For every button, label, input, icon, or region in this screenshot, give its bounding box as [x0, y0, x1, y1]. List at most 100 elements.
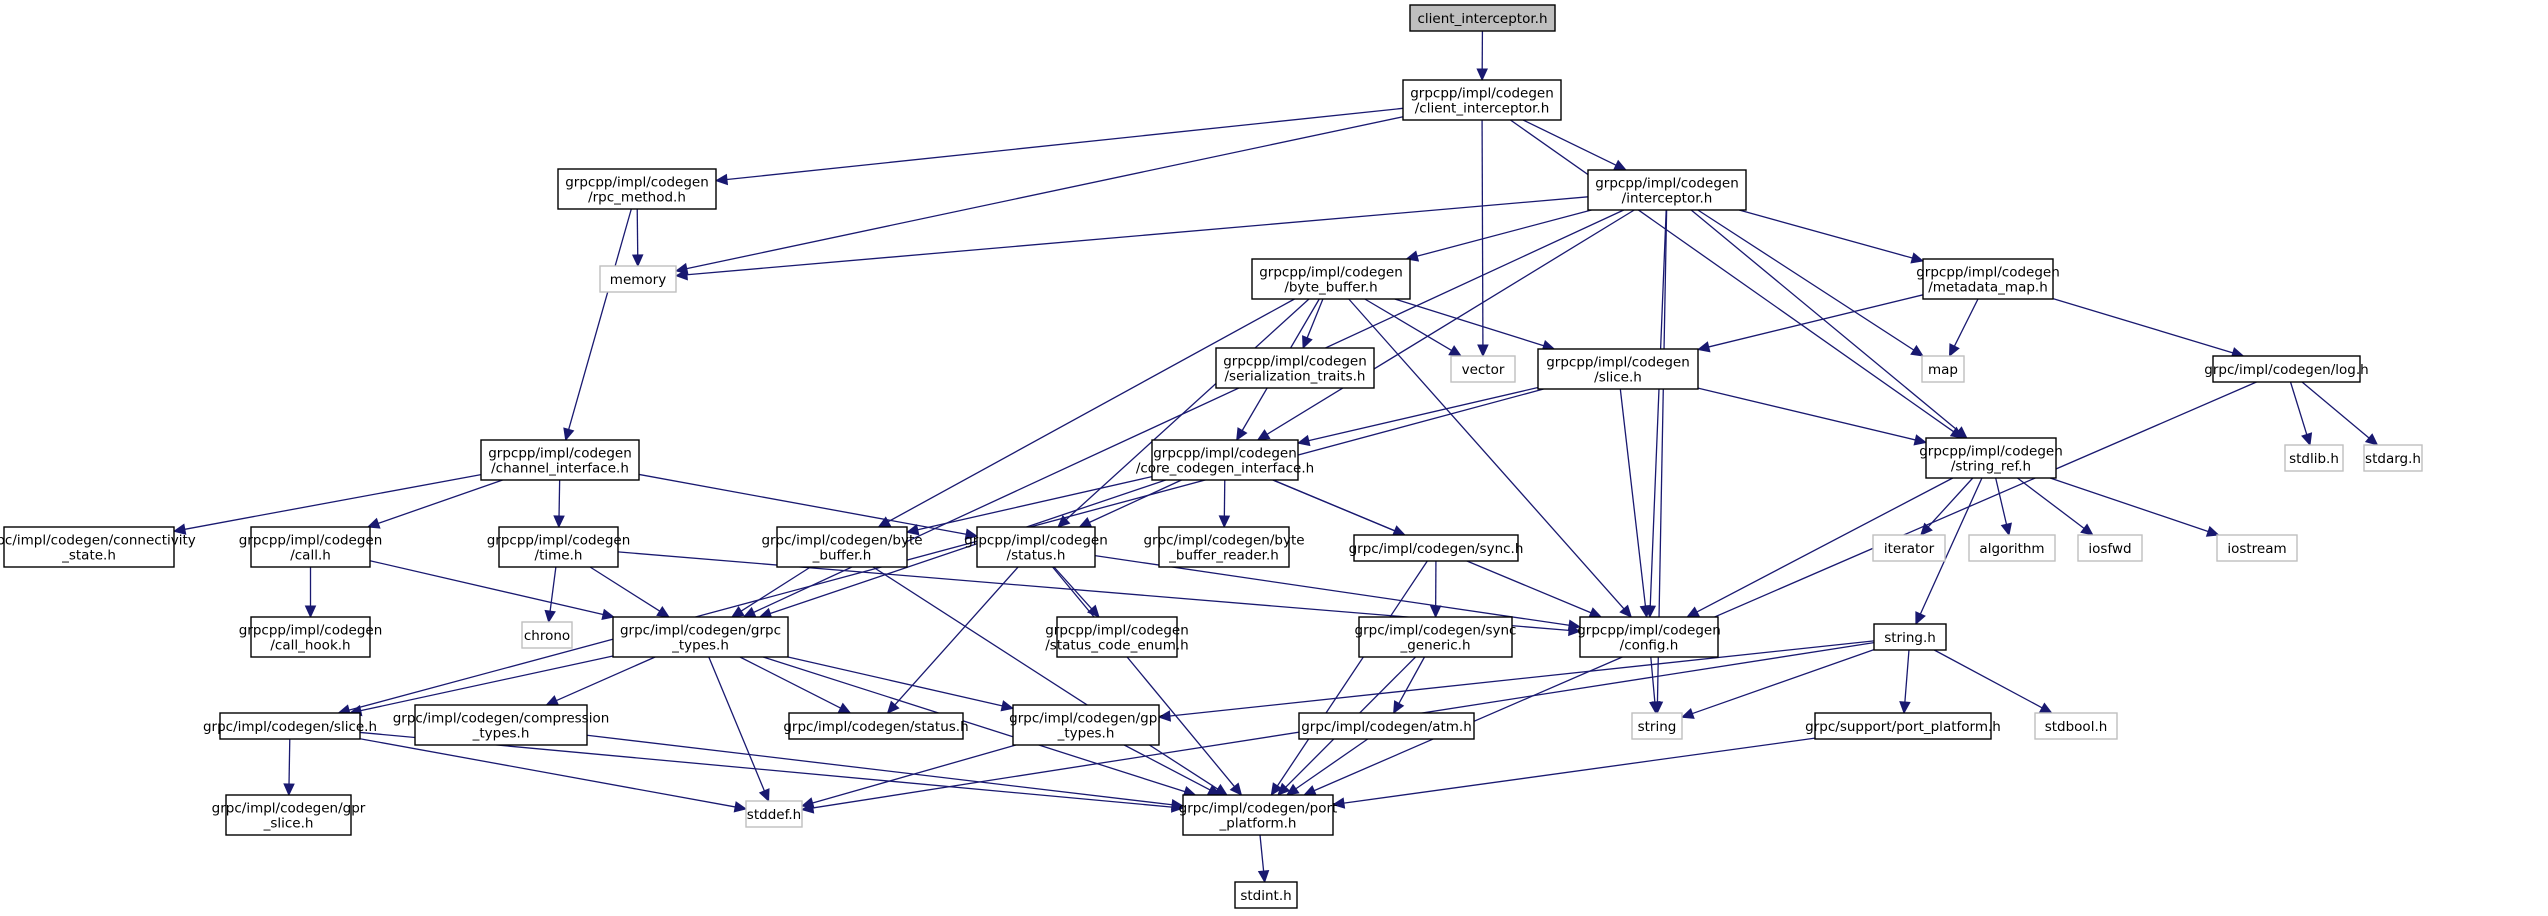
edge-line: [1364, 298, 1452, 351]
arrowhead-icon: [1087, 604, 1100, 618]
node-label: grpcpp/impl/codegen: [1919, 444, 2063, 460]
node-box: [3, 526, 175, 568]
node-syncgen[interactable]: grpc/impl/codegen/sync_generic.h: [1355, 616, 1517, 658]
node-label: memory: [610, 272, 666, 288]
node-stringh[interactable]: string.h: [1873, 623, 1947, 651]
arrowhead-icon: [905, 524, 920, 536]
node-box: [414, 704, 588, 746]
nodes-layer: client_interceptor.hgrpcpp/impl/codegen/…: [0, 4, 2423, 909]
node-box: [2077, 534, 2143, 562]
node-slicec[interactable]: grpc/impl/codegen/slice.h: [203, 712, 377, 740]
node-string: string: [1631, 712, 1683, 740]
node-config[interactable]: grpcpp/impl/codegen/config.h: [1577, 616, 1721, 658]
node-bytebuf[interactable]: grpcpp/impl/codegen/byte_buffer.h: [1251, 258, 1411, 300]
node-label: client_interceptor.h: [1418, 11, 1548, 27]
edge-stringh-to-portsup: [1899, 649, 1911, 715]
node-log[interactable]: grpc/impl/codegen/log.h: [2204, 355, 2369, 383]
node-box: [1056, 616, 1178, 658]
arrowhead-icon: [1686, 606, 1701, 618]
node-gprtypes[interactable]: grpc/impl/codegen/gpr_types.h: [1009, 704, 1163, 746]
node-callhook[interactable]: grpcpp/impl/codegen/call_hook.h: [239, 616, 383, 658]
arrowhead-icon: [837, 702, 852, 714]
node-time[interactable]: grpcpp/impl/codegen/time.h: [487, 526, 631, 568]
edge-line: [739, 656, 841, 709]
edge-time-to-chrono: [544, 566, 557, 624]
node-statuspp[interactable]: grpcpp/impl/codegen/status.h: [964, 526, 1108, 568]
node-strref[interactable]: grpcpp/impl/codegen/string_ref.h: [1919, 437, 2063, 479]
node-vector: vector: [1450, 355, 1516, 383]
node-label: grpc/impl/codegen/connectivity: [0, 533, 196, 549]
node-call[interactable]: grpcpp/impl/codegen/call.h: [239, 526, 383, 568]
arrowhead-icon: [172, 523, 187, 535]
node-core[interactable]: grpcpp/impl/codegen/core_codegen_interfa…: [1136, 439, 1314, 481]
edge-line: [348, 388, 1544, 711]
edge-strref-to-stringh: [1915, 477, 1983, 626]
edge-line: [2017, 477, 2085, 529]
node-gprslice[interactable]: grpc/impl/codegen/gpr_slice.h: [212, 794, 366, 836]
node-interceptor[interactable]: grpcpp/impl/codegen/interceptor.h: [1587, 169, 1747, 211]
edge-line: [894, 566, 1019, 706]
arrowhead-icon: [886, 700, 900, 714]
edge-line: [378, 479, 503, 524]
edge-line: [1690, 209, 1959, 432]
node-bbreader[interactable]: grpc/impl/codegen/byte_buffer_reader.h: [1143, 526, 1305, 568]
node-label: _types.h: [472, 726, 530, 742]
edge-log-to-stdarg: [2301, 381, 2379, 446]
edge-chan-to-call: [366, 479, 503, 529]
node-label: _generic.h: [1399, 638, 1470, 654]
node-conn[interactable]: grpc/impl/codegen/connectivity_state.h: [0, 526, 196, 568]
edge-ci-to-memory: [674, 116, 1404, 275]
arrowhead-icon: [553, 515, 565, 529]
node-label: /rpc_method.h: [588, 190, 686, 206]
node-label: stddef.h: [747, 807, 801, 823]
node-atm[interactable]: grpc/impl/codegen/atm.h: [1298, 712, 1475, 740]
node-compr[interactable]: grpc/impl/codegen/compression_types.h: [393, 704, 610, 746]
node-metadata[interactable]: grpcpp/impl/codegen/metadata_map.h: [1916, 258, 2060, 300]
node-cbytebuf[interactable]: grpc/impl/codegen/byte_buffer.h: [761, 526, 923, 568]
node-chan[interactable]: grpcpp/impl/codegen/channel_interface.h: [480, 439, 640, 481]
node-sync[interactable]: grpc/impl/codegen/sync.h: [1349, 534, 1524, 562]
node-iostream: iostream: [2216, 534, 2298, 562]
node-serial[interactable]: grpcpp/impl/codegen/serialization_traits…: [1215, 347, 1375, 389]
node-box: [1631, 712, 1683, 740]
edge-interceptor-to-metadata: [1738, 209, 1925, 264]
node-ci[interactable]: grpcpp/impl/codegen/client_interceptor.h: [1402, 79, 1562, 121]
node-label: /serialization_traits.h: [1225, 369, 1366, 385]
arrowhead-icon: [1285, 783, 1300, 796]
node-box: [225, 794, 352, 836]
node-box: [1450, 355, 1516, 383]
edge-rpc-to-memory: [631, 208, 644, 268]
edge-line: [1065, 298, 1310, 521]
node-box: [1358, 616, 1513, 658]
node-rpc[interactable]: grpcpp/impl/codegen/rpc_method.h: [557, 168, 717, 210]
edge-line: [359, 738, 736, 808]
node-box: [2212, 355, 2361, 383]
edge-slicepp-to-strref: [1697, 387, 1928, 446]
node-box: [1182, 794, 1334, 836]
node-statusc[interactable]: grpc/impl/codegen/status.h: [783, 712, 969, 740]
node-label: /string_ref.h: [1951, 459, 2031, 475]
edge-interceptor-to-core: [1256, 209, 1635, 441]
node-label: grpc/impl/codegen/log.h: [2204, 362, 2368, 378]
node-portsup[interactable]: grpc/support/port_platform.h: [1805, 712, 2001, 740]
node-box: [2363, 444, 2423, 472]
edge-grpctypes-to-stddef: [708, 656, 770, 803]
arrowhead-icon: [714, 173, 729, 186]
node-slicepp[interactable]: grpcpp/impl/codegen/slice.h: [1537, 348, 1699, 390]
node-portplat[interactable]: grpc/impl/codegen/port_platform.h: [1179, 794, 1338, 836]
arrowhead-icon: [1277, 782, 1291, 796]
edge-grpctypes-to-statusc: [739, 656, 852, 714]
node-memory: memory: [599, 265, 677, 293]
node-sce[interactable]: grpcpp/impl/codegen/status_code_enum.h: [1045, 616, 1189, 658]
node-stdint[interactable]: stdint.h: [1234, 881, 1298, 909]
node-root[interactable]: client_interceptor.h: [1409, 4, 1556, 32]
node-box: [1873, 623, 1947, 651]
node-box: [557, 168, 717, 210]
edge-line: [360, 655, 614, 712]
node-label: _types.h: [1057, 726, 1115, 742]
edge-line: [1259, 834, 1265, 872]
node-box: [521, 621, 573, 649]
edge-strref-to-iosfwd: [2017, 477, 2094, 536]
node-label: grpcpp/impl/codegen: [1595, 176, 1739, 192]
node-grpctypes[interactable]: grpc/impl/codegen/grpc_types.h: [612, 616, 789, 658]
